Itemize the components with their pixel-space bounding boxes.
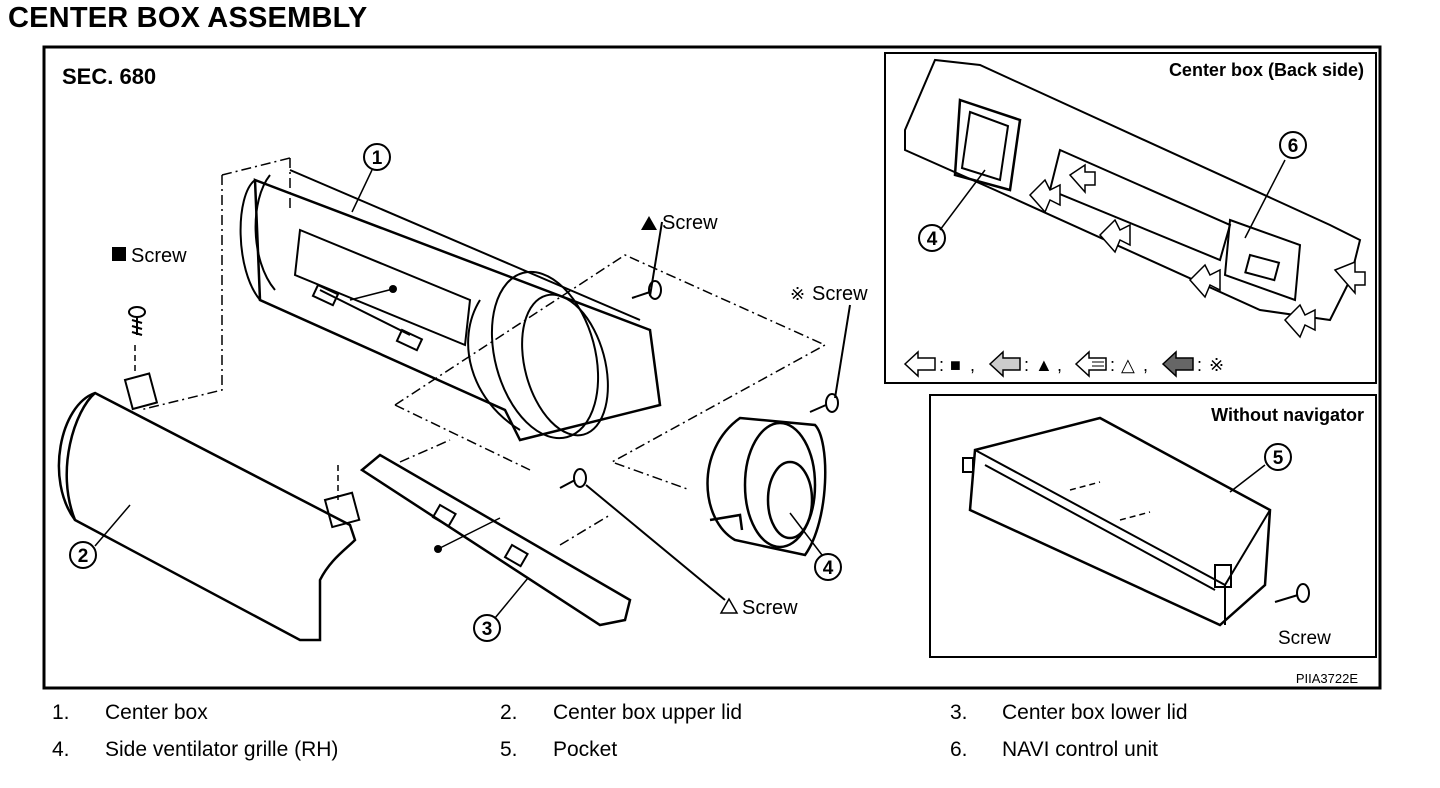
upper-lid-drawing (57, 345, 361, 642)
screw-kome-symbol: ※ (790, 284, 805, 304)
arrow-key-hatched-arrow (988, 350, 1021, 378)
inset-without-navigator-frame (929, 394, 1377, 658)
inset-back-side-frame (884, 52, 1377, 384)
callout-2 (69, 541, 97, 569)
screw-open-triangle-drawing (559, 468, 726, 601)
section-label: SEC. 680 (62, 64, 156, 89)
arrow-key-symbol-2: ▲ (1035, 355, 1053, 375)
lower-lid-drawing (359, 439, 632, 627)
svg-text::: : (939, 355, 944, 375)
figure-code: PIIA3722E (1296, 671, 1358, 686)
callout-4 (814, 553, 842, 581)
callout-leaders (94, 169, 823, 619)
callout-1-number: 1 (372, 148, 383, 169)
legend-label: Center box lower lid (1002, 701, 1188, 724)
legend-label: Center box upper lid (553, 701, 743, 724)
side-ventilator-drawing (706, 416, 827, 557)
callout-4-inset (918, 224, 946, 252)
page-title: CENTER BOX ASSEMBLY (8, 2, 368, 34)
screw-square-label: Screw (131, 245, 187, 267)
arrow-key-symbol-1: ■ (950, 355, 961, 375)
legend-number: 2. (500, 701, 518, 724)
inset-back-side-title: Center box (Back side) (1169, 60, 1364, 80)
callout-5-number: 5 (1273, 448, 1284, 469)
pocket-screw-drawing (1274, 583, 1310, 603)
arrow-key-symbol-3: △ (1121, 355, 1135, 375)
callout-3-number: 3 (482, 619, 493, 640)
screw-open-triangle-label: Screw (742, 597, 798, 619)
inset-without-navigator-title: Without navigator (1211, 405, 1364, 425)
svg-text:,: , (1057, 355, 1062, 375)
screw-square-drawing (128, 306, 146, 336)
arrow-key-dark-arrow (1161, 350, 1194, 378)
svg-text::: : (1024, 355, 1029, 375)
legend-label: Side ventilator grille (RH) (105, 738, 339, 761)
legend-number: 5. (500, 738, 518, 761)
pocket-screw-label: Screw (1278, 628, 1331, 649)
legend-number: 6. (950, 738, 968, 761)
screw-kome-label: Screw (812, 283, 868, 305)
part-number-callouts (69, 131, 1307, 642)
callout-4-inset-number: 4 (927, 229, 938, 250)
callout-3 (473, 614, 501, 642)
callout-6-number: 6 (1288, 136, 1299, 157)
arrow-key-legend: : ■ , : ▲ , : △ , : ※ (903, 350, 1224, 378)
svg-text:,: , (1143, 355, 1148, 375)
back-side-arrows (1028, 163, 1366, 339)
svg-text::: : (1197, 355, 1202, 375)
legend-number: 1. (52, 701, 70, 724)
diagram-frame (42, 45, 1382, 690)
legend-label: Pocket (553, 738, 618, 761)
legend-label: NAVI control unit (1002, 738, 1159, 761)
screw-triangle-drawing (631, 221, 663, 300)
screw-triangle-label: Screw (662, 212, 718, 234)
legend-number: 3. (950, 701, 968, 724)
callout-4-number: 4 (823, 558, 834, 579)
arrow-key-symbol-4: ※ (1209, 355, 1224, 375)
screw-kome-drawing (809, 304, 851, 413)
arrow-key-open-arrow (903, 350, 936, 378)
legend-number: 4. (52, 738, 70, 761)
callout-5 (1264, 443, 1292, 471)
svg-text:,: , (970, 355, 975, 375)
callout-1 (363, 143, 391, 171)
pocket-drawing (962, 416, 1272, 627)
center-box-drawing (139, 157, 827, 491)
svg-text::: : (1110, 355, 1115, 375)
back-side-drawing (904, 58, 1362, 322)
legend-label: Center box (105, 701, 208, 724)
callout-6 (1279, 131, 1307, 159)
callout-2-number: 2 (78, 546, 89, 567)
arrow-key-lined-arrow (1074, 350, 1107, 378)
